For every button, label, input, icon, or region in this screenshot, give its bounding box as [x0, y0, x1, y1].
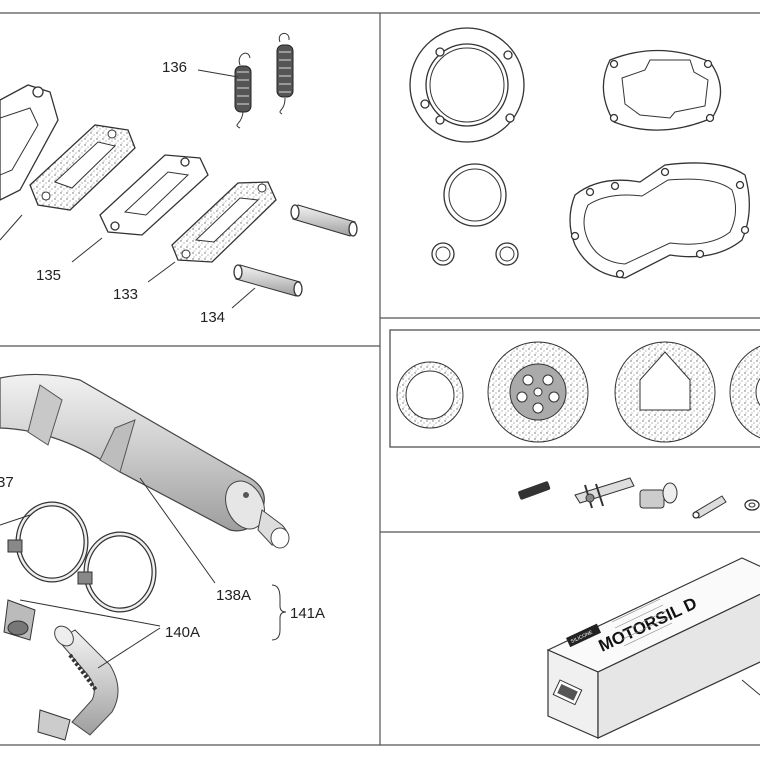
elbow-pipe: [37, 625, 119, 741]
needle-valve: [692, 495, 727, 519]
carb-diaphragm: [487, 341, 589, 443]
panel-sealant: MOTORSIL D SILICONE: [546, 557, 760, 739]
head-gasket: [409, 27, 525, 143]
gasket-left: [29, 124, 136, 211]
stud-upper: [290, 204, 358, 237]
panel-carburetor-kit: [389, 329, 760, 519]
callout-136: 136: [162, 59, 187, 76]
leader-lines-bottom-left: [0, 477, 287, 669]
base-gasket: [602, 49, 722, 131]
pump-gasket-partial: [729, 345, 760, 439]
o-ring-small-right: [495, 242, 519, 266]
spring-136-left: [234, 52, 252, 129]
leader-line-sealant: [741, 679, 760, 696]
callout-134: 134: [200, 309, 225, 326]
hose-clamp-lower: [77, 531, 157, 613]
exhaust-pipe: [0, 373, 290, 549]
pump-gasket: [614, 341, 716, 443]
stud-134: [233, 264, 303, 297]
gasket-133: [171, 181, 277, 263]
crankcase-gasket: [569, 162, 750, 279]
panel-cylinder-gaskets: [409, 27, 750, 279]
callout-138A: 138A: [216, 587, 251, 604]
spring-136-right: [276, 33, 294, 115]
carb-gasket-ring: [396, 361, 464, 429]
o-ring-large: [443, 163, 507, 227]
jet-fitting: [639, 482, 678, 509]
manifold-part: [0, 84, 59, 241]
spacer-flange-135: [99, 154, 209, 236]
panel-exhaust-flange: 136 135 133 134: [0, 33, 358, 326]
hose-clamp-upper: [7, 501, 89, 583]
rubber-coupler-left: [3, 599, 36, 641]
panel-exhaust-silencer: 37 138A 141A 140A: [0, 373, 325, 741]
panel-borders: [0, 12, 760, 746]
callout-140A: 140A: [165, 624, 200, 641]
float-needle-lever: [574, 477, 635, 509]
o-ring-small-left: [431, 242, 455, 266]
leader-lines-top-left: [71, 69, 256, 309]
callout-141A: 141A: [290, 605, 325, 622]
callout-133: 133: [113, 286, 138, 303]
callout-37: 37: [0, 474, 14, 491]
fine-print-lines: [611, 598, 673, 647]
callout-135: 135: [36, 267, 61, 284]
sealant-box: MOTORSIL D SILICONE: [546, 557, 760, 739]
idle-screw: [518, 481, 551, 500]
small-washer: [744, 499, 760, 511]
